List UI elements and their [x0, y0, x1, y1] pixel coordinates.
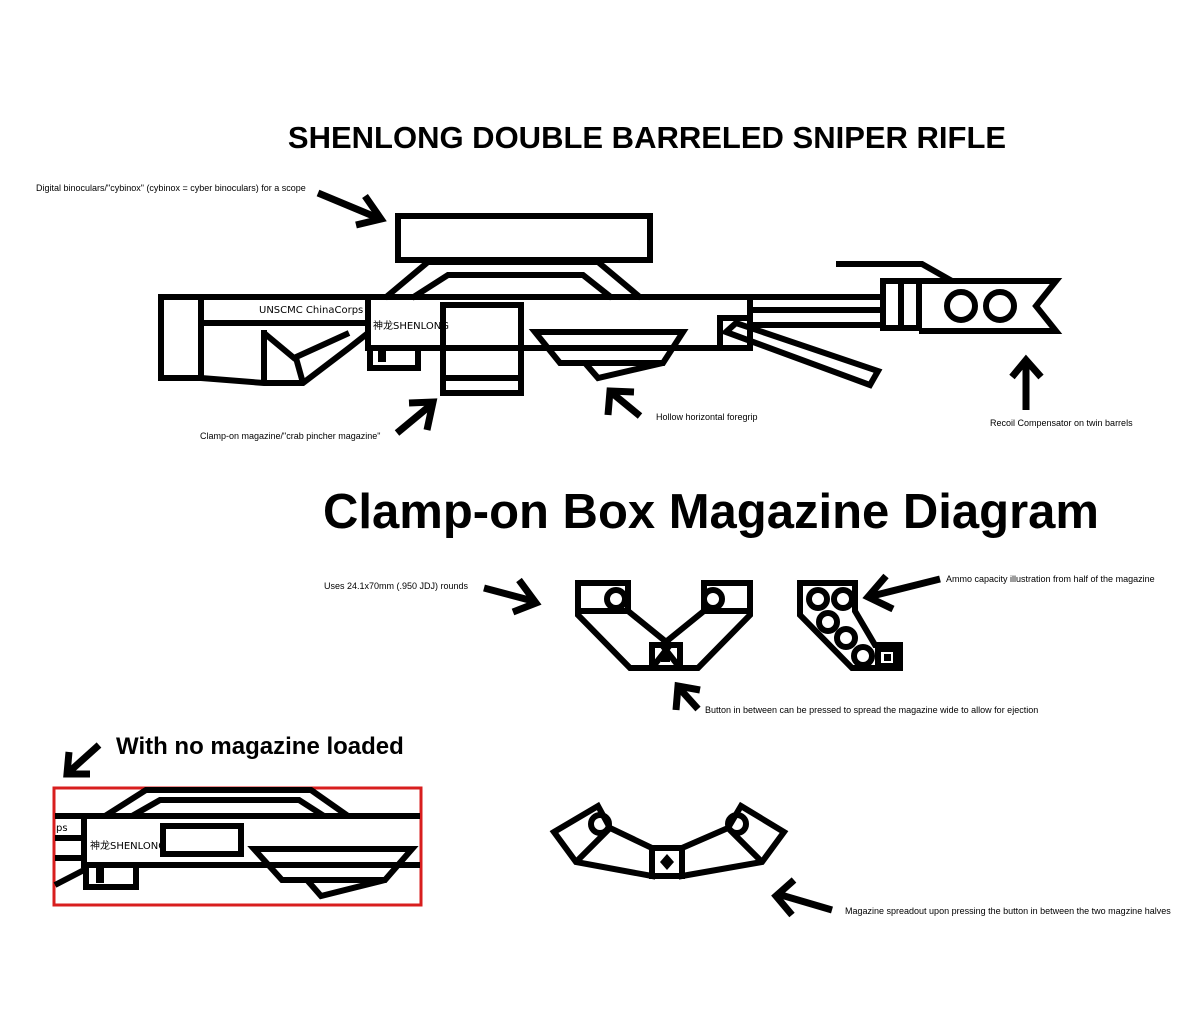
scope-mount [383, 259, 643, 301]
compensator-annotation: Recoil Compensator on twin barrels [990, 418, 1133, 428]
barrel-bore-right [983, 289, 1017, 323]
magazine-center-button [649, 642, 683, 671]
ammo-round-3 [816, 610, 840, 634]
stock-grip-bottom [293, 357, 306, 384]
spreadout-arrow-icon [771, 877, 833, 918]
magazine-annotation: Clamp-on magazine/"crab pincher magazine… [200, 431, 380, 441]
scope-mount-inner [410, 272, 614, 301]
compensator-arrow-icon [1009, 354, 1044, 410]
recoil-compensator [919, 278, 1063, 334]
spreadout-annotation: Magazine spreadout upon pressing the but… [845, 906, 1171, 916]
no-magazine-rifle-closeup [53, 787, 420, 900]
magazine-right-half [657, 580, 753, 671]
magazine-half-capacity-view [797, 580, 903, 671]
foregrip-arrow-icon [604, 387, 643, 419]
button-annotation: Button in between can be pressed to spre… [705, 705, 1038, 715]
trigger [378, 348, 386, 362]
magazine-half-outline [797, 580, 903, 671]
receiver [365, 294, 753, 351]
barrel-bore-left [944, 289, 978, 323]
ammo-round-5 [851, 644, 875, 668]
rifle-side-view [158, 213, 1063, 396]
magazine-diagram-title: Clamp-on Box Magazine Diagram [323, 485, 1099, 539]
ammo-round-4 [834, 626, 858, 650]
button-dot-icon [661, 653, 670, 662]
scope-arrow-icon [316, 189, 387, 229]
cybinox-scope [395, 213, 653, 263]
stock-marking: UNSCMC ChinaCorps [259, 305, 363, 316]
magazine-spreadout-view [549, 801, 789, 880]
trigger-guard [367, 345, 421, 371]
foregrip-lower [582, 360, 664, 382]
barrel-support-rod [720, 319, 883, 389]
rounds-arrow-icon [483, 577, 542, 616]
ammo-round-1 [806, 587, 830, 611]
rifle-title: SHENLONG DOUBLE BARRELED SNIPER RIFLE [288, 120, 1006, 155]
no-magazine-arrow-icon [63, 742, 102, 778]
spread-round-left [588, 812, 612, 836]
inset-cut-marking: ps [56, 823, 68, 834]
magazine-round-left [604, 587, 628, 611]
stock-grip-slant [262, 330, 351, 362]
foregrip-annotation: Hollow horizontal foregrip [656, 412, 758, 422]
ammo-capacity-arrow-icon [862, 573, 941, 613]
receiver-marking: 神龙SHENLONG [373, 319, 449, 332]
no-magazine-title: With no magazine loaded [116, 733, 404, 760]
empty-magazine-well [160, 823, 244, 857]
forend [521, 315, 750, 351]
inset-receiver-marking: 神龙SHENLONG [90, 839, 166, 852]
spread-center-button [649, 845, 685, 879]
magazine-front-view [575, 580, 753, 671]
ammo-round-2 [831, 587, 855, 611]
rounds-annotation: Uses 24.1x70mm (.950 JDJ) rounds [324, 581, 469, 591]
butt-plate [158, 294, 204, 381]
magazine-arrow-icon [394, 398, 438, 436]
button-arrow-icon [672, 681, 701, 712]
ammo-capacity-annotation: Ammo capacity illustration from half of … [946, 574, 1155, 584]
magazine-round-right [701, 587, 725, 611]
ammo-half-button [875, 646, 899, 669]
scope-annotation: Digital binoculars/"cybinox" (cybinox = … [36, 183, 306, 193]
spread-button-diamond-icon [660, 854, 674, 870]
